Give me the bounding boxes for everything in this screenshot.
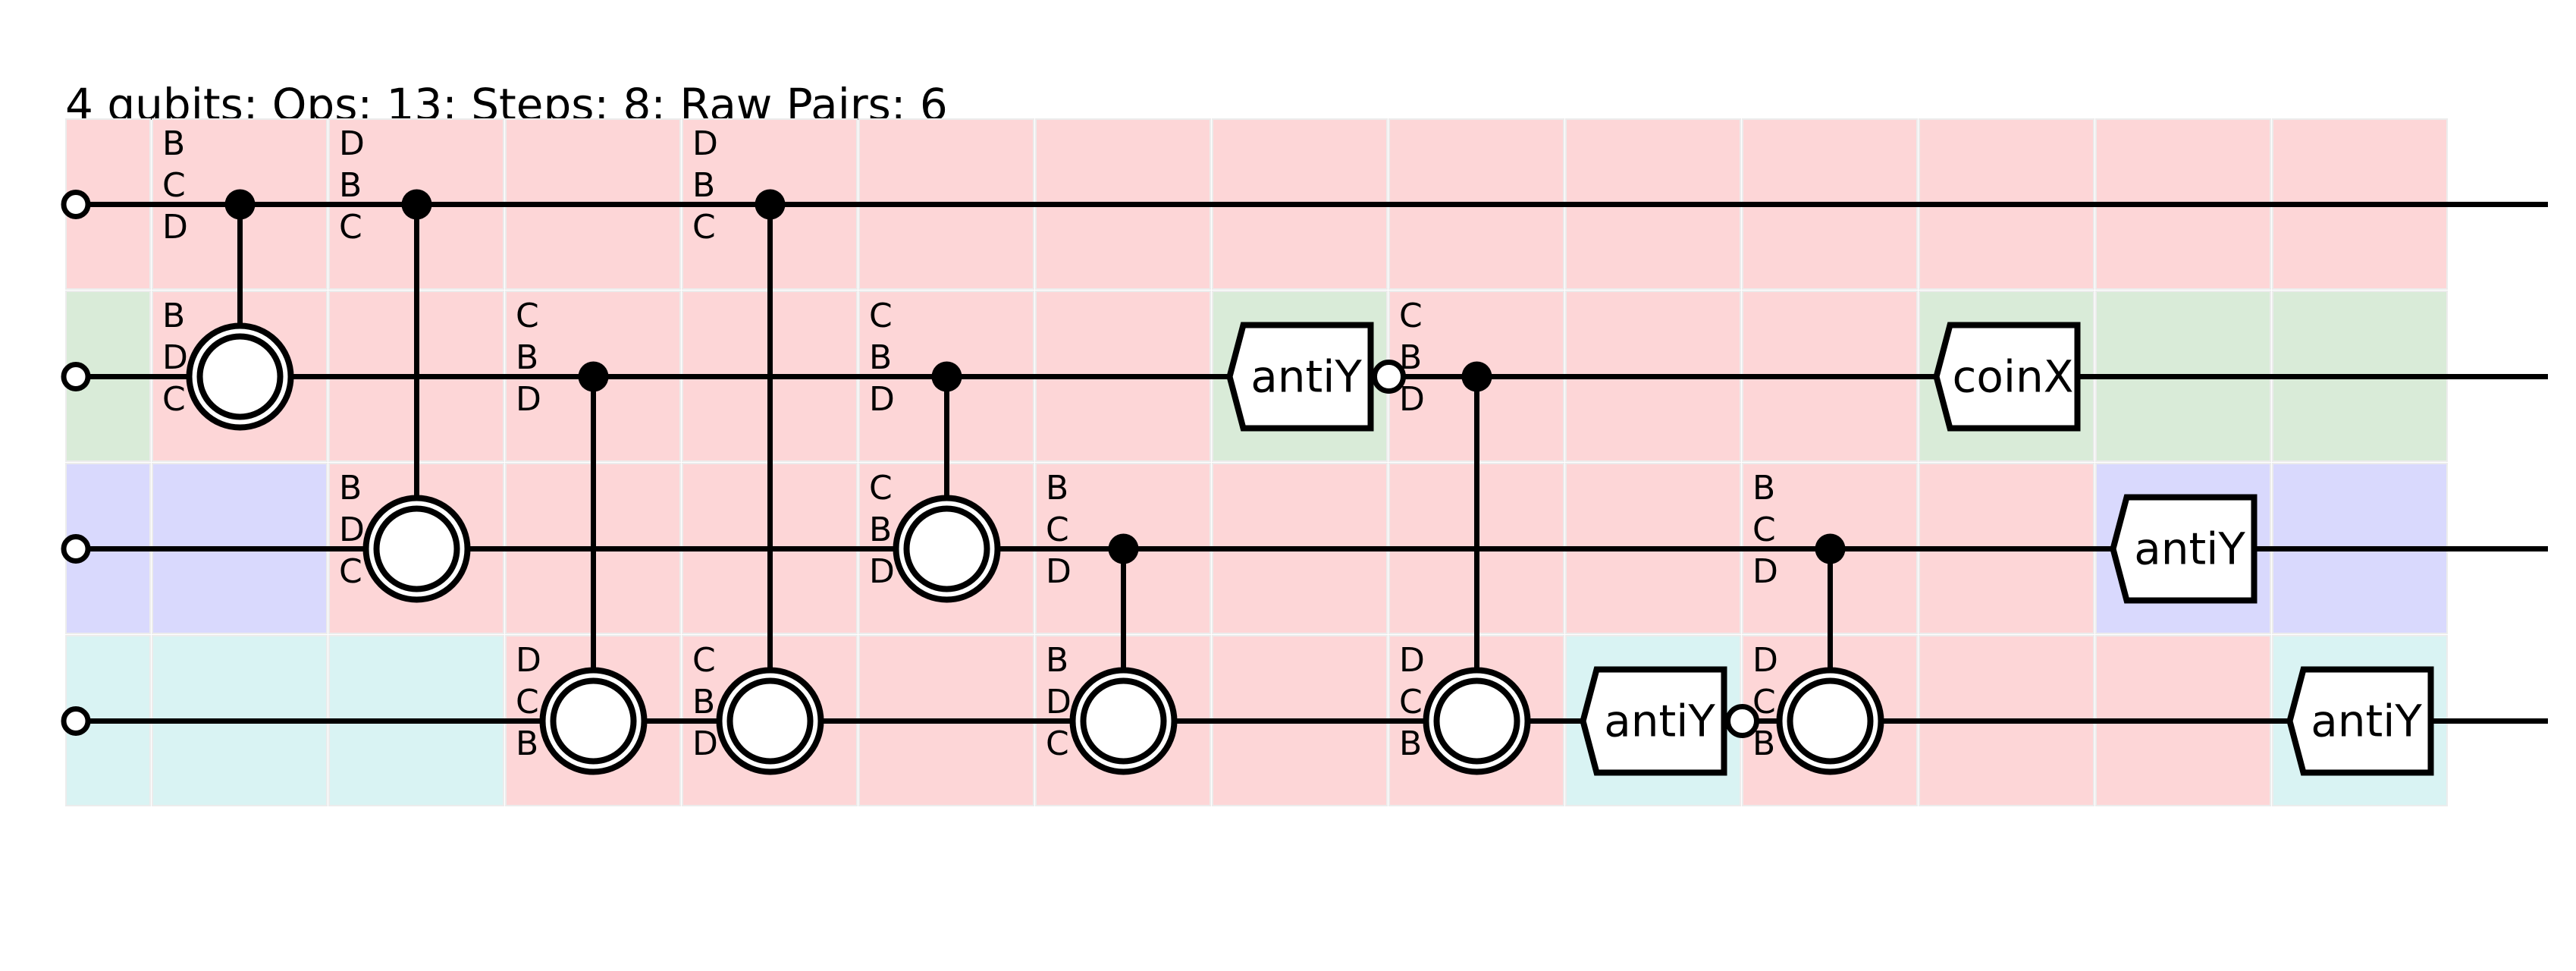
qubit-label: B [1399, 724, 1422, 763]
anti-control-circle [1372, 360, 1406, 394]
qubit-label: C [692, 641, 716, 680]
qubit-label: D [162, 338, 188, 377]
qubit-label: C [1046, 724, 1069, 763]
wire-start-circle [61, 362, 91, 391]
gate-box [2286, 666, 2434, 776]
gate-label: antiY [2134, 523, 2245, 575]
qubit-label: B [1752, 469, 1775, 507]
qubit-label: D [692, 124, 718, 163]
target-inner-ring [196, 333, 284, 420]
qubit-label: D [162, 208, 188, 247]
qubit-label: D [339, 511, 365, 549]
qubit-label: B [1752, 724, 1775, 763]
operations: BCDBDCDBCBDCCBDDCBDBCCBDCBDCBDBCDBDCanti… [162, 124, 2434, 776]
qubit-label: C [162, 166, 186, 205]
background-cells [65, 118, 2448, 806]
qubit-label: C [1399, 683, 1423, 721]
wire-start-circle [61, 190, 91, 219]
qubit-label: B [1046, 641, 1068, 680]
control-dot [1815, 533, 1846, 564]
control-dot [755, 189, 786, 220]
qubit-label: B [339, 166, 362, 205]
control-dot [1461, 361, 1492, 392]
gate-label: antiY [2311, 696, 2422, 747]
qubit-label: D [1399, 641, 1425, 680]
qubit-label: C [692, 208, 716, 247]
control-dot [401, 189, 432, 220]
qubit-label: D [339, 124, 365, 163]
target-inner-ring [903, 505, 990, 592]
qubit-label: C [516, 683, 539, 721]
qubit-label: D [869, 552, 895, 591]
qubit-label: B [692, 683, 715, 721]
qubit-label: D [869, 380, 895, 419]
qubit-label: C [1046, 511, 1069, 549]
control-dot [224, 189, 256, 220]
gate-box [2110, 494, 2258, 604]
qubit-label: D [516, 641, 541, 680]
qubit-label: B [1399, 338, 1422, 377]
target-inner-ring [1787, 677, 1874, 765]
control-dot [931, 361, 962, 392]
qubit-label: C [339, 208, 362, 247]
anti-control-circle [1725, 704, 1759, 738]
qubit-label: B [516, 724, 538, 763]
qubit-label: B [162, 297, 185, 335]
qubit-label: D [1752, 552, 1778, 591]
qubit-label: B [869, 338, 892, 377]
gate-label: antiY [1250, 351, 1362, 403]
qubit-label: C [869, 297, 893, 335]
qubit-label: C [1399, 297, 1423, 335]
qubit-wires [61, 190, 2548, 736]
qubit-label: D [1752, 641, 1778, 680]
target-inner-ring [550, 677, 637, 765]
qubit-label: B [516, 338, 538, 377]
qubit-label: D [1046, 683, 1072, 721]
qubit-label: D [1399, 380, 1425, 419]
control-dot [578, 361, 609, 392]
qubit-label: D [516, 380, 541, 419]
wire-start-circle [61, 534, 91, 564]
qubit-label: C [869, 469, 893, 507]
qubit-label: C [339, 552, 362, 591]
gate-box [1226, 322, 1374, 432]
gate-box [1933, 322, 2081, 432]
qubit-label: B [692, 166, 715, 205]
qubit-label: C [1752, 683, 1776, 721]
qubit-label: B [1046, 469, 1068, 507]
control-dot [1108, 533, 1139, 564]
gate-box [1580, 666, 1727, 776]
qubit-label: B [162, 124, 185, 163]
qubit-label: C [1752, 511, 1776, 549]
gate-label: antiY [1604, 696, 1715, 747]
qubit-label: B [869, 511, 892, 549]
qubit-label: C [162, 380, 186, 419]
target-inner-ring [1433, 677, 1520, 765]
qubit-label: D [692, 724, 718, 763]
qubit-label: D [1046, 552, 1072, 591]
target-inner-ring [726, 677, 814, 765]
wire-start-circle [61, 706, 91, 736]
qubit-label: C [516, 297, 539, 335]
gate-label: coinX [1953, 351, 2074, 403]
target-inner-ring [1080, 677, 1167, 765]
target-inner-ring [373, 505, 460, 592]
qubit-label: B [339, 469, 362, 507]
